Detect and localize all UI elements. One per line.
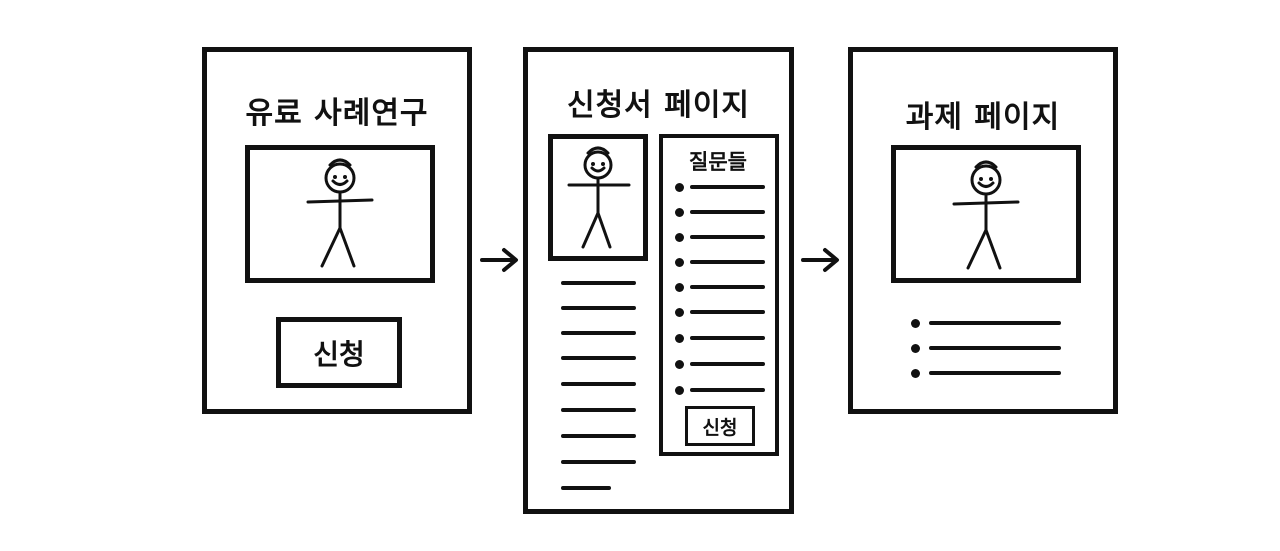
question-line xyxy=(690,210,765,214)
question-line xyxy=(690,285,765,289)
questions-panel: 질문들 신청 xyxy=(659,134,779,456)
case-study-apply-button[interactable]: 신청 xyxy=(276,317,402,388)
question-line xyxy=(690,388,765,392)
description-line xyxy=(561,408,636,412)
case-study-page: 유료 사례연구 신청 xyxy=(202,47,472,414)
bullet-dot xyxy=(675,283,684,292)
arrow-right-icon xyxy=(801,248,839,272)
question-line xyxy=(690,235,765,239)
task-line xyxy=(929,346,1061,350)
bullet-dot xyxy=(675,308,684,317)
assignment-page: 과제 페이지 xyxy=(848,47,1118,414)
bullet-dot xyxy=(675,334,684,343)
description-line xyxy=(561,460,636,464)
assignment-title: 과제 페이지 xyxy=(905,100,1061,135)
description-line xyxy=(561,434,636,438)
task-line xyxy=(929,321,1061,325)
stick-figure-icon xyxy=(567,146,631,249)
application-page: 신청서 페이지 질문들 xyxy=(523,47,794,514)
case-study-title: 유료 사례연구 xyxy=(245,96,429,131)
bullet-dot xyxy=(675,258,684,267)
case-study-image-frame xyxy=(245,145,435,283)
bullet-dot xyxy=(675,233,684,242)
bullet-dot xyxy=(911,369,920,378)
arrow-right-icon xyxy=(480,248,518,272)
description-line xyxy=(561,281,636,285)
description-line xyxy=(561,331,636,335)
bullet-dot xyxy=(911,344,920,353)
question-line xyxy=(690,336,765,340)
task-line xyxy=(929,371,1061,375)
bullet-dot xyxy=(675,208,684,217)
stick-figure-icon xyxy=(952,160,1020,270)
description-line xyxy=(561,486,611,490)
description-line xyxy=(561,356,636,360)
application-image-frame xyxy=(548,134,648,261)
application-submit-button[interactable]: 신청 xyxy=(685,406,755,446)
bullet-dot xyxy=(675,183,684,192)
bullet-dot xyxy=(675,360,684,369)
description-line xyxy=(561,306,636,310)
application-title: 신청서 페이지 xyxy=(566,88,751,123)
assignment-image-frame xyxy=(891,145,1081,283)
question-line xyxy=(690,310,765,314)
question-line xyxy=(690,260,765,264)
stick-figure-icon xyxy=(306,158,374,268)
application-submit-label: 신청 xyxy=(702,416,738,439)
bullet-dot xyxy=(675,386,684,395)
question-line xyxy=(690,362,765,366)
bullet-dot xyxy=(911,319,920,328)
case-study-apply-label: 신청 xyxy=(313,337,365,371)
description-line xyxy=(561,382,636,386)
questions-title: 질문들 xyxy=(689,150,747,174)
question-line xyxy=(690,185,765,189)
